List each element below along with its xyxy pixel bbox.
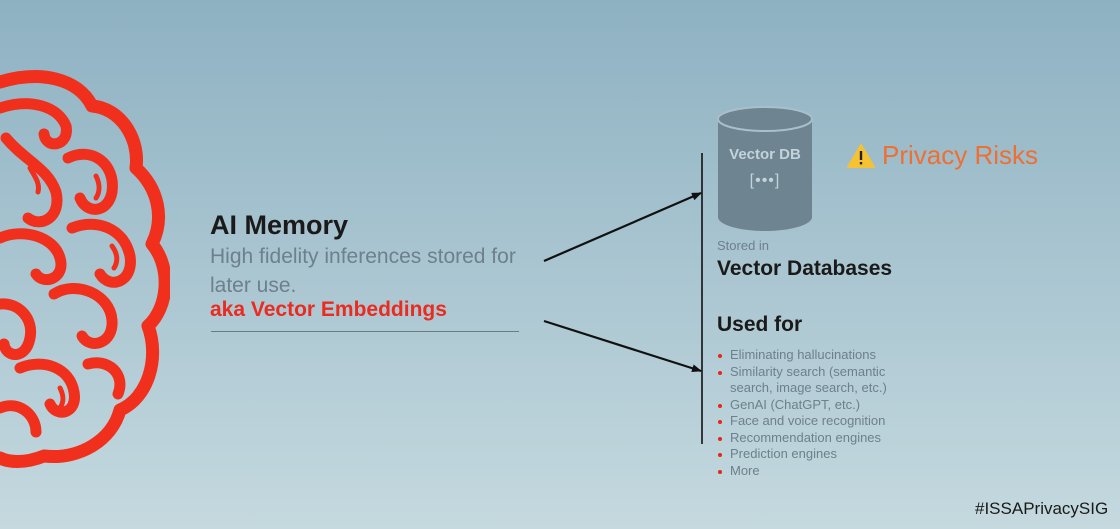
uses-list: Eliminating hallucinations Similarity se… (717, 347, 917, 479)
list-item-text: Prediction engines (730, 446, 837, 461)
list-item: Eliminating hallucinations (717, 347, 917, 364)
list-item-text: More (730, 462, 760, 478)
bullet-icon (718, 469, 722, 474)
stored-in-label: Stored in (717, 238, 770, 253)
list-item-text: Face and voice recognition (730, 413, 886, 428)
ai-memory-description: High fidelity inferences stored for late… (210, 245, 516, 297)
warning-icon (847, 143, 875, 168)
list-item-text: Recommendation engines (730, 429, 882, 445)
bullet-icon (718, 403, 722, 408)
divider-line (211, 331, 519, 332)
brain-illustration (0, 70, 170, 468)
privacy-risks: Privacy Risks (846, 140, 1038, 171)
privacy-risks-label: Privacy Risks (882, 140, 1039, 170)
bullet-icon (718, 370, 722, 375)
bullet-icon (718, 354, 722, 358)
list-item: Recommendation engines (717, 430, 917, 447)
ai-memory-title: AI Memory (210, 210, 349, 240)
vector-databases-heading: Vector Databases (717, 257, 893, 280)
brain-outline (0, 70, 170, 468)
database-label: Vector DB (729, 146, 801, 163)
list-item: Face and voice recognition (717, 413, 917, 430)
vector-embeddings-label: aka Vector Embeddings (210, 298, 447, 321)
list-item-text: Eliminating hallucinations (730, 347, 876, 362)
bullet-icon (718, 436, 722, 441)
arrow-to-database (543, 191, 702, 263)
list-item-text: Similarity search (semantic search, imag… (730, 363, 887, 396)
database-symbol: [•••] (749, 172, 781, 189)
list-item: Prediction engines (717, 446, 917, 463)
hashtag: #ISSAPrivacySIG (975, 499, 1109, 518)
bullet-icon (718, 420, 722, 424)
bullet-icon (718, 453, 722, 457)
used-for-heading: Used for (717, 313, 803, 336)
list-item: More (717, 463, 917, 480)
list-item-text: GenAI (ChatGPT, etc.) (730, 396, 861, 412)
arrow-to-uses (543, 319, 702, 373)
list-item: Similarity search (semantic search, imag… (717, 364, 917, 397)
list-item: GenAI (ChatGPT, etc.) (717, 397, 917, 414)
database-icon (717, 106, 813, 231)
